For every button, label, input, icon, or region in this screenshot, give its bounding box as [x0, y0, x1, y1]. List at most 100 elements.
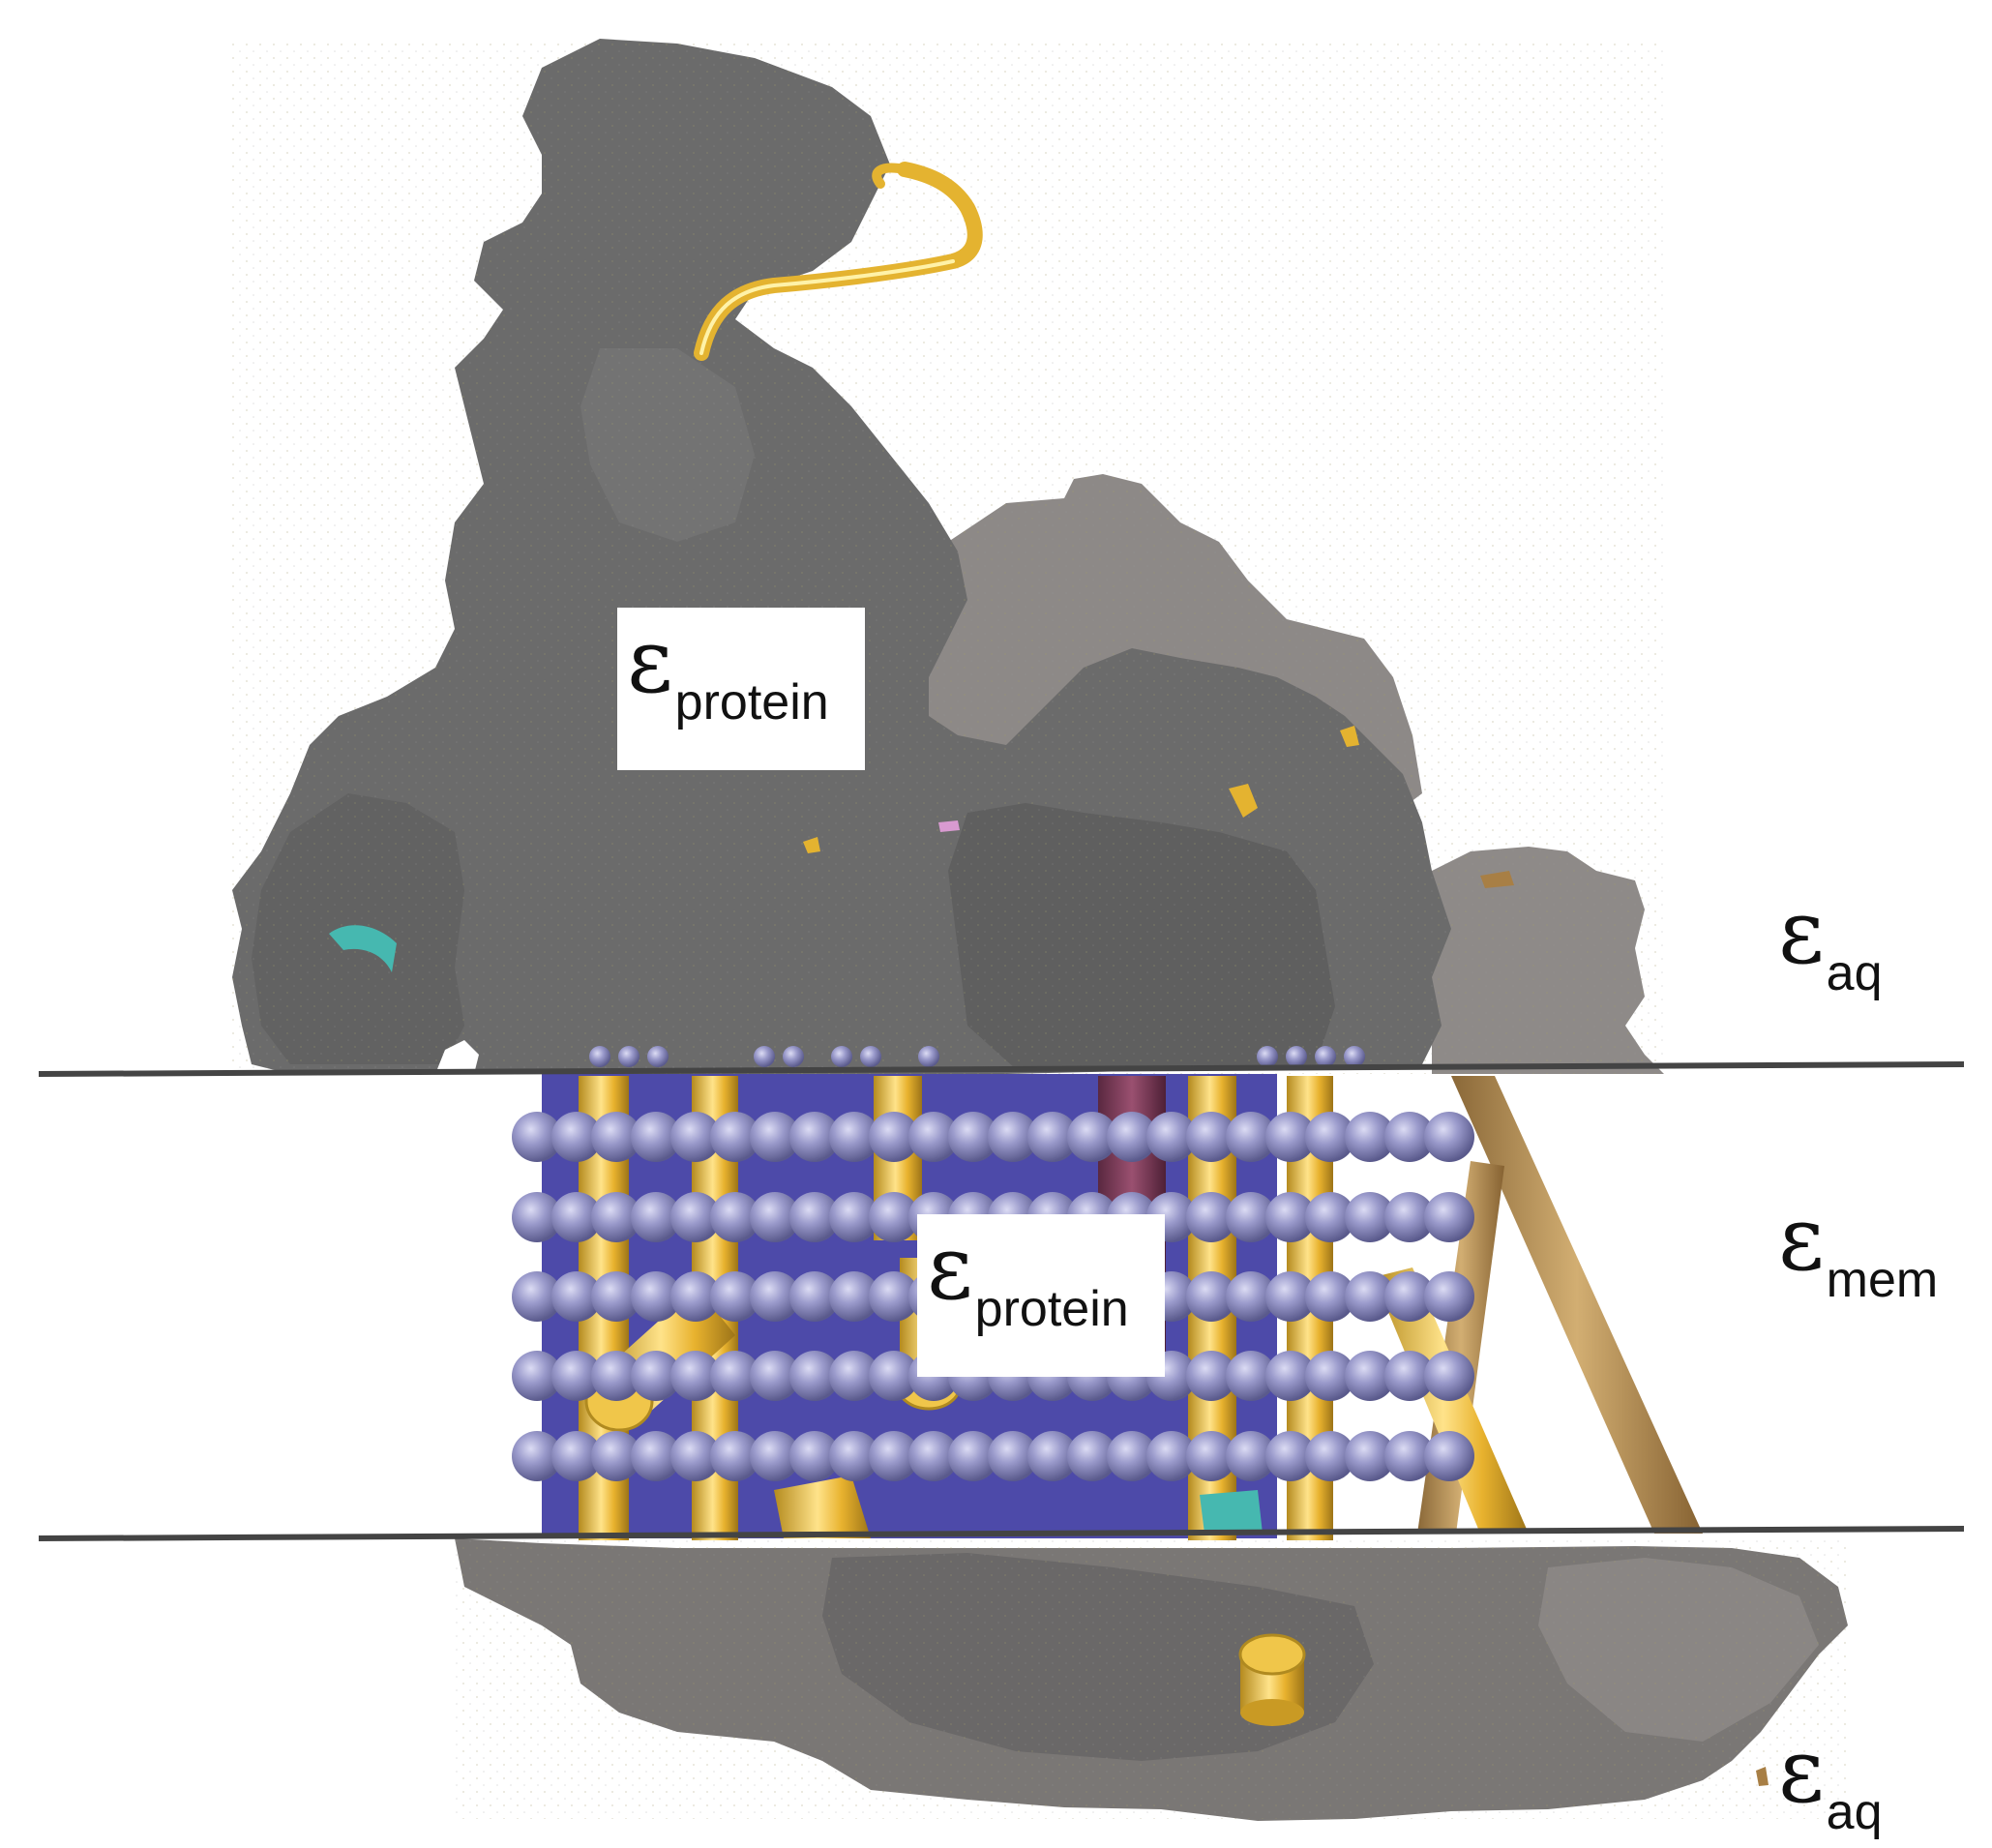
- lipid-sphere: [710, 1271, 760, 1322]
- lipid-sphere: [1345, 1431, 1395, 1481]
- lipid-sphere: [869, 1112, 919, 1162]
- headgroup-sphere: [589, 1046, 610, 1067]
- lipid-sphere: [1305, 1192, 1355, 1242]
- lipid-sphere: [988, 1431, 1038, 1481]
- lipid-sphere: [1186, 1351, 1236, 1401]
- lipid-sphere: [591, 1431, 641, 1481]
- lower-tan-fragment: [1756, 1767, 1769, 1786]
- headgroup-sphere: [618, 1046, 639, 1067]
- lipid-sphere: [670, 1351, 721, 1401]
- tilted-helix-tan-right: [1451, 1076, 1703, 1534]
- lipid-sphere: [1305, 1271, 1355, 1322]
- membrane-lower-boundary: [38, 1526, 1965, 1541]
- epsilon-symbol: ε: [1778, 1719, 1825, 1823]
- headgroup-sphere: [918, 1046, 939, 1067]
- lipid-sphere: [1186, 1271, 1236, 1322]
- lipid-sphere: [551, 1112, 602, 1162]
- lipid-sphere: [1265, 1351, 1316, 1401]
- cyan-ribbon-fragment: [329, 925, 397, 972]
- lipid-sphere: [750, 1271, 800, 1322]
- label-epsilon-mem: εmem: [1778, 1195, 1938, 1306]
- lipid-sphere: [1384, 1192, 1435, 1242]
- lipid-sphere: [512, 1112, 562, 1162]
- lower-protein-surface: [455, 1538, 1848, 1821]
- headgroup-sphere: [783, 1046, 804, 1067]
- lipid-sphere: [750, 1112, 800, 1162]
- lipid-sphere: [710, 1351, 760, 1401]
- label-epsilon-aq-bottom: εaq: [1778, 1727, 1883, 1838]
- lipid-sphere: [1265, 1431, 1316, 1481]
- lipid-sphere: [631, 1112, 681, 1162]
- lipid-sphere: [591, 1271, 641, 1322]
- lipid-sphere: [1067, 1112, 1117, 1162]
- label-epsilon-protein-top: εprotein: [617, 608, 865, 770]
- lipid-sphere: [512, 1351, 562, 1401]
- lipid-sphere: [670, 1192, 721, 1242]
- lipid-sphere: [908, 1431, 959, 1481]
- lipid-sphere: [631, 1271, 681, 1322]
- lipid-sphere: [631, 1192, 681, 1242]
- lipid-sphere: [1384, 1112, 1435, 1162]
- cyan-ribbon-membrane: [1200, 1490, 1263, 1534]
- lipid-sphere: [551, 1351, 602, 1401]
- lipid-sphere: [1146, 1112, 1197, 1162]
- yellow-fragment-b: [1229, 784, 1258, 818]
- membrane-upper-boundary: [38, 1061, 1965, 1077]
- lipid-sphere: [710, 1431, 760, 1481]
- lipid-sphere: [1186, 1112, 1236, 1162]
- lipid-sphere: [1345, 1192, 1395, 1242]
- lipid-sphere: [789, 1351, 840, 1401]
- lipid-sphere: [750, 1351, 800, 1401]
- lipid-sphere: [591, 1192, 641, 1242]
- headgroup-sphere: [1344, 1046, 1365, 1067]
- lipid-sphere: [1107, 1112, 1157, 1162]
- epsilon-subscript: protein: [674, 674, 829, 730]
- epsilon-subscript: protein: [974, 1281, 1129, 1337]
- lipid-sphere: [551, 1431, 602, 1481]
- lipid-sphere: [908, 1112, 959, 1162]
- lipid-sphere: [750, 1192, 800, 1242]
- lipid-sphere: [750, 1431, 800, 1481]
- lipid-sphere: [591, 1112, 641, 1162]
- lipid-sphere: [1345, 1351, 1395, 1401]
- headgroup-sphere: [860, 1046, 881, 1067]
- lipid-sphere: [1226, 1112, 1276, 1162]
- lipid-sphere: [1384, 1431, 1435, 1481]
- headgroup-sphere: [831, 1046, 852, 1067]
- lipid-sphere: [829, 1431, 879, 1481]
- lipid-sphere: [551, 1192, 602, 1242]
- lipid-sphere: [869, 1271, 919, 1322]
- lipid-sphere: [1186, 1431, 1236, 1481]
- protein-surface-texture: [232, 39, 1664, 1074]
- lipid-sphere: [670, 1112, 721, 1162]
- lipid-sphere: [869, 1192, 919, 1242]
- lipid-sphere: [631, 1351, 681, 1401]
- lipid-sphere: [1226, 1192, 1276, 1242]
- lipid-sphere: [1265, 1112, 1316, 1162]
- lipid-sphere: [1424, 1192, 1474, 1242]
- headgroup-sphere: [754, 1046, 775, 1067]
- epsilon-symbol: ε: [627, 610, 673, 713]
- lower-surface-texture: [455, 1538, 1848, 1819]
- lipid-sphere: [1027, 1112, 1078, 1162]
- lipid-sphere: [1424, 1271, 1474, 1322]
- lower-helix-fragment: [1238, 1633, 1306, 1726]
- top-headgroup-row: [589, 1046, 1365, 1067]
- lipid-sphere: [1186, 1192, 1236, 1242]
- lipid-sphere: [710, 1192, 760, 1242]
- lipid-sphere: [1424, 1431, 1474, 1481]
- epsilon-subscript: mem: [1826, 1252, 1939, 1308]
- lipid-sphere: [1226, 1351, 1276, 1401]
- lipid-sphere: [829, 1351, 879, 1401]
- upper-protein-surface: [232, 39, 1664, 1074]
- epsilon-symbol: ε: [1778, 1187, 1825, 1291]
- lipid-sphere: [1384, 1271, 1435, 1322]
- surface-notch: [435, 1040, 479, 1074]
- lipid-sphere: [948, 1431, 998, 1481]
- label-epsilon-protein-membrane: εprotein: [917, 1214, 1165, 1377]
- top-ribbon-loop: [694, 162, 983, 361]
- epsilon-symbol: ε: [1778, 880, 1825, 984]
- lipid-sphere: [988, 1112, 1038, 1162]
- lipid-sphere: [512, 1431, 562, 1481]
